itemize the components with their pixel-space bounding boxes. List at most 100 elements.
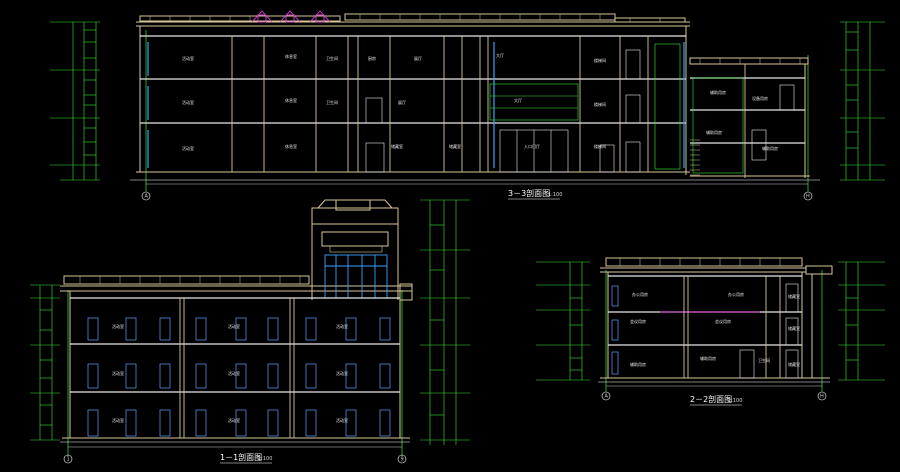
room-label: 辅助用房: [706, 129, 722, 135]
glazing: [147, 42, 685, 168]
section-scale: 1:100: [258, 456, 272, 462]
room-label: 大厅: [496, 52, 504, 58]
axis-label-right: H: [820, 394, 824, 400]
room-label: 活动室: [112, 323, 124, 329]
room-label: 活动室: [112, 417, 124, 423]
parapet-railing: [149, 14, 801, 64]
tower-glazing: [324, 254, 388, 299]
section-scale: 1:100: [548, 192, 562, 198]
room-label: 活动室: [336, 323, 348, 329]
axis-lines: [60, 290, 410, 456]
axis-label-left: A: [145, 194, 149, 200]
room-labels-3-3: 活动室 活动室 活动室 休息室 休息室 休息室 卫生间 卫生间 厨房 展厅 展厅…: [182, 52, 778, 151]
room-label: 活动室: [228, 370, 240, 376]
section-3-3: A H: [50, 10, 885, 201]
section-2-2: A H: [536, 257, 885, 406]
axis-bubble-left: [63, 454, 73, 464]
room-label: 卫生间: [758, 357, 770, 363]
floor-slabs: [608, 275, 802, 346]
axis-bubble-right: [803, 191, 813, 201]
axis-label-right: H: [806, 194, 810, 200]
room-label: 活动室: [228, 417, 240, 423]
left-dimension-chain: [536, 261, 590, 381]
room-label: 储藏室: [449, 143, 461, 149]
right-dimension-chain: [420, 199, 470, 445]
room-label: 展厅: [398, 99, 406, 105]
room-label: 入口门厅: [524, 143, 540, 149]
axis-bubble-left: [141, 191, 151, 201]
axis-lines: [130, 30, 820, 192]
building-outline: [136, 13, 810, 178]
room-label: 卫生间: [326, 99, 338, 105]
room-label: 休息室: [285, 53, 297, 59]
right-dimension-chain: [838, 261, 885, 381]
section-title-1-1: 1－1剖面图 1:100: [220, 452, 272, 464]
section-title-3-3: 3－3剖面图 1:100: [508, 188, 562, 200]
room-label: 会议用房: [630, 318, 646, 324]
axis-label-right: 9: [401, 457, 404, 463]
room-labels-1-1: 活动室 活动室 活动室 活动室 活动室 活动室 活动室 活动室 活动室: [112, 323, 348, 423]
floor-slabs: [140, 35, 805, 144]
room-label: 会议用房: [715, 318, 731, 324]
axis-bubble-right: [817, 391, 827, 401]
room-labels-2-2: 办公用房 办公用房 储藏室 会议用房 会议用房 储藏室 辅助用房 辅助用房 卫生…: [630, 291, 800, 367]
parapet-railing: [619, 258, 781, 266]
room-label: 休息室: [285, 143, 297, 149]
room-label: 储藏室: [391, 143, 403, 149]
room-label: 活动室: [336, 417, 348, 423]
hall-glazing-frame: [489, 43, 744, 174]
parapet-railing: [79, 276, 301, 284]
axis-label-left: A: [605, 394, 609, 400]
room-label: 活动室: [336, 370, 348, 376]
interior-walls: [179, 298, 295, 438]
windows: [611, 285, 619, 375]
room-label: 楼梯间: [594, 101, 606, 107]
section-title-2-2: 2－2剖面图 1:100: [690, 394, 742, 406]
left-dimension-chain: [50, 21, 100, 181]
room-label: 辅助用房: [700, 355, 716, 361]
interior-walls: [231, 36, 746, 178]
axis-lines: [598, 270, 830, 392]
room-label: 辅助用房: [710, 89, 726, 95]
interior-walls: [683, 276, 781, 378]
room-label: 休息室: [285, 97, 297, 103]
tower-canopy: [329, 245, 383, 253]
stair: [690, 139, 700, 176]
doors: [365, 49, 795, 173]
room-label: 活动室: [182, 55, 194, 61]
windows: [87, 317, 391, 437]
axis-bubble-left: [601, 391, 611, 401]
room-label: 储藏室: [788, 325, 800, 331]
room-label: 厨房: [368, 55, 376, 61]
floor-slabs: [70, 297, 400, 393]
room-label: 卫生间: [326, 55, 338, 61]
section-title: 3－3剖面图: [508, 188, 550, 198]
section-1-1: 1 9: [30, 199, 470, 464]
room-label: 活动室: [228, 323, 240, 329]
room-label: 辅助用房: [762, 145, 778, 151]
section-scale: 1:100: [728, 398, 742, 404]
axis-label-left: 1: [67, 457, 70, 463]
room-label: 储藏室: [788, 293, 800, 299]
room-label: 辅助用房: [630, 361, 646, 367]
room-label: 楼梯间: [594, 143, 606, 149]
room-label: 活动室: [182, 99, 194, 105]
room-label: 设备用房: [752, 95, 768, 101]
axis-bubble-right: [397, 454, 407, 464]
room-label: 办公用房: [632, 291, 648, 297]
section-title: 1－1剖面图: [220, 452, 262, 462]
left-dimension-chain: [30, 284, 60, 441]
room-label: 大厅: [514, 97, 522, 103]
room-label: 展厅: [414, 55, 422, 61]
section-title: 2－2剖面图: [690, 394, 732, 404]
doors: [739, 283, 799, 379]
right-dimension-chain: [840, 21, 885, 181]
room-label: 活动室: [112, 370, 124, 376]
room-label: 储藏室: [788, 361, 800, 367]
room-label: 楼梯间: [594, 57, 606, 63]
room-label: 办公用房: [728, 291, 744, 297]
building-outline: [60, 199, 413, 439]
roof-dormers: [251, 10, 331, 23]
room-label: 活动室: [182, 145, 194, 151]
